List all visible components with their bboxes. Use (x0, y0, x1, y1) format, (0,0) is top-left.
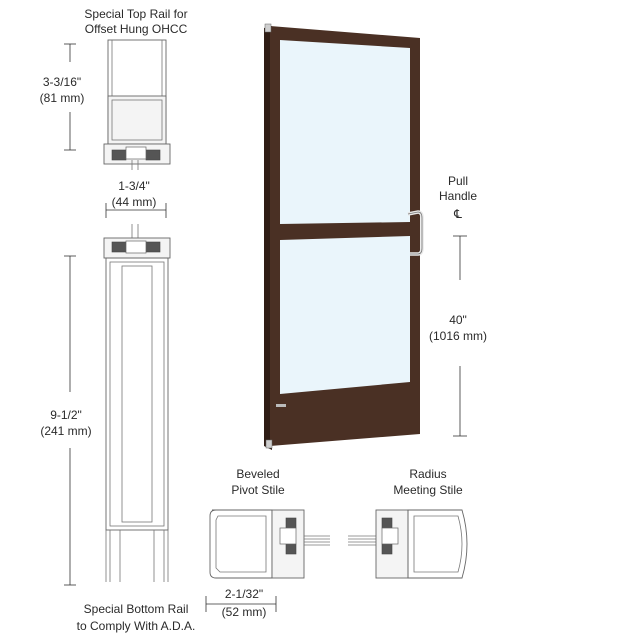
pivot-stile-label-line1: Beveled (236, 467, 279, 481)
bottom-rail-height-imperial: 9-1/2" (50, 408, 82, 422)
meeting-stile-label-line2: Meeting Stile (393, 483, 463, 497)
top-rail-height-metric: (81 mm) (40, 91, 85, 105)
centerline-symbol: ℄ (453, 207, 462, 221)
stile-width-dimension (105, 203, 167, 218)
pivot-stile-width-metric: (52 mm) (222, 605, 267, 619)
stile-width-imperial: 1-3/4" (118, 179, 150, 193)
top-rail-height-dimension (64, 43, 76, 151)
bottom-rail-label-line1: Special Bottom Rail (84, 602, 189, 616)
pivot-stile-width-dimension (205, 596, 277, 612)
radius-meeting-stile-profile (348, 509, 468, 579)
pull-handle-label-line1: Pull (448, 174, 468, 188)
handle-height-dimension (453, 235, 467, 437)
lower-glass-panel (280, 236, 410, 394)
handle-height-imperial: 40" (449, 313, 467, 327)
top-rail-label-line1: Special Top Rail for (84, 7, 187, 21)
bottom-rail-height-dimension (64, 255, 76, 586)
meeting-stile-label-line1: Radius (409, 467, 446, 481)
beveled-pivot-stile-profile (209, 509, 330, 579)
handle-height-metric: (1016 mm) (429, 329, 487, 343)
top-rail-label-line2: Offset Hung OHCC (85, 22, 188, 36)
top-rail-profile (103, 39, 171, 170)
bottom-rail-label-line2: to Comply With A.D.A. (77, 619, 196, 633)
top-rail-height-imperial: 3-3/16" (43, 75, 81, 89)
pivot-stile-label-line2: Pivot Stile (231, 483, 285, 497)
pull-handle-label-line2: Handle (439, 189, 477, 203)
upper-glass-panel (280, 40, 410, 224)
bottom-rail-profile (103, 224, 171, 582)
bottom-rail-height-metric: (241 mm) (40, 424, 91, 438)
stile-width-metric: (44 mm) (112, 195, 157, 209)
pivot-stile-width-imperial: 2-1/32" (225, 587, 263, 601)
door-elevation (264, 23, 424, 450)
